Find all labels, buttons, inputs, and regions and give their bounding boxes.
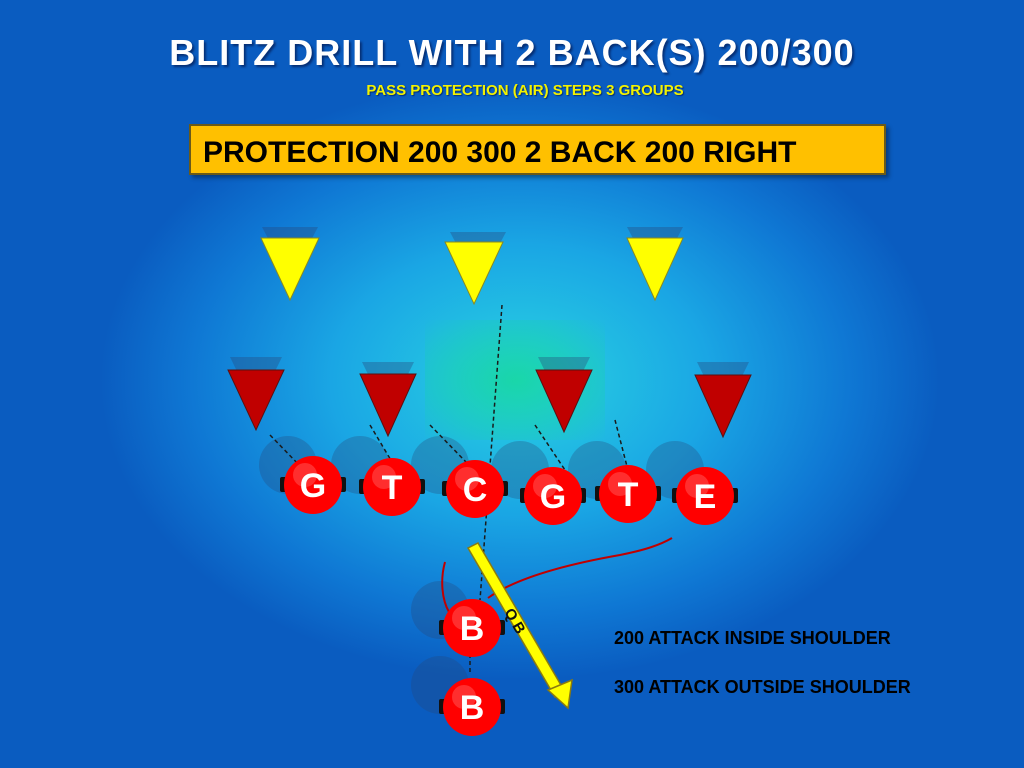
linebacker-triangles [260, 237, 684, 306]
dropback-arrow [466, 542, 573, 710]
slide-title: BLITZ DRILL WITH 2 BACK(S) 200/300 [169, 32, 855, 73]
offensive-lineman-g-3-label: G [540, 478, 566, 516]
lineman-triangles [227, 369, 752, 439]
back-route-path [441, 537, 673, 613]
protection-banner-text: PROTECTION 200 300 2 BACK 200 RIGHT [203, 136, 797, 169]
offensive-backs: BB [439, 599, 505, 736]
back-1-label: B [460, 689, 485, 727]
defensive-lineman-triangle [359, 373, 417, 438]
linebacker-triangle [626, 237, 684, 302]
defensive-lineman-triangle [694, 374, 752, 439]
protection-banner: PROTECTION 200 300 2 BACK 200 RIGHT [189, 124, 886, 175]
defensive-lineman-triangle [535, 369, 593, 434]
note-300: 300 ATTACK OUTSIDE SHOULDER [614, 677, 911, 697]
center-linebacker-dash [479, 304, 503, 601]
offensive-lineman-c-2: C [442, 460, 508, 518]
offensive-lineman-g-3: G [520, 467, 586, 525]
back-0: B [439, 599, 505, 657]
note-200: 200 ATTACK INSIDE SHOULDER [614, 628, 891, 648]
offensive-lineman-e-5-label: E [694, 478, 717, 516]
linebacker-triangle [444, 241, 504, 306]
linebacker-triangle [260, 237, 320, 302]
slide-subtitle: PASS PROTECTION (AIR) STEPS 3 GROUPS [366, 82, 684, 99]
offensive-lineman-t-4: T [595, 465, 661, 523]
offensive-lineman-g-0-label: G [300, 467, 326, 505]
back-1: B [439, 678, 505, 736]
offensive-lineman-c-2-label: C [463, 471, 488, 509]
offensive-lineman-t-1-label: T [382, 469, 403, 507]
offensive-lineman-t-1: T [359, 458, 425, 516]
offensive-lineman-e-5: E [672, 467, 738, 525]
offensive-lineman-g-0: G [280, 456, 346, 514]
defensive-lineman-triangle [227, 369, 285, 432]
offensive-lineman-t-4-label: T [618, 476, 639, 514]
back-0-label: B [460, 610, 485, 648]
